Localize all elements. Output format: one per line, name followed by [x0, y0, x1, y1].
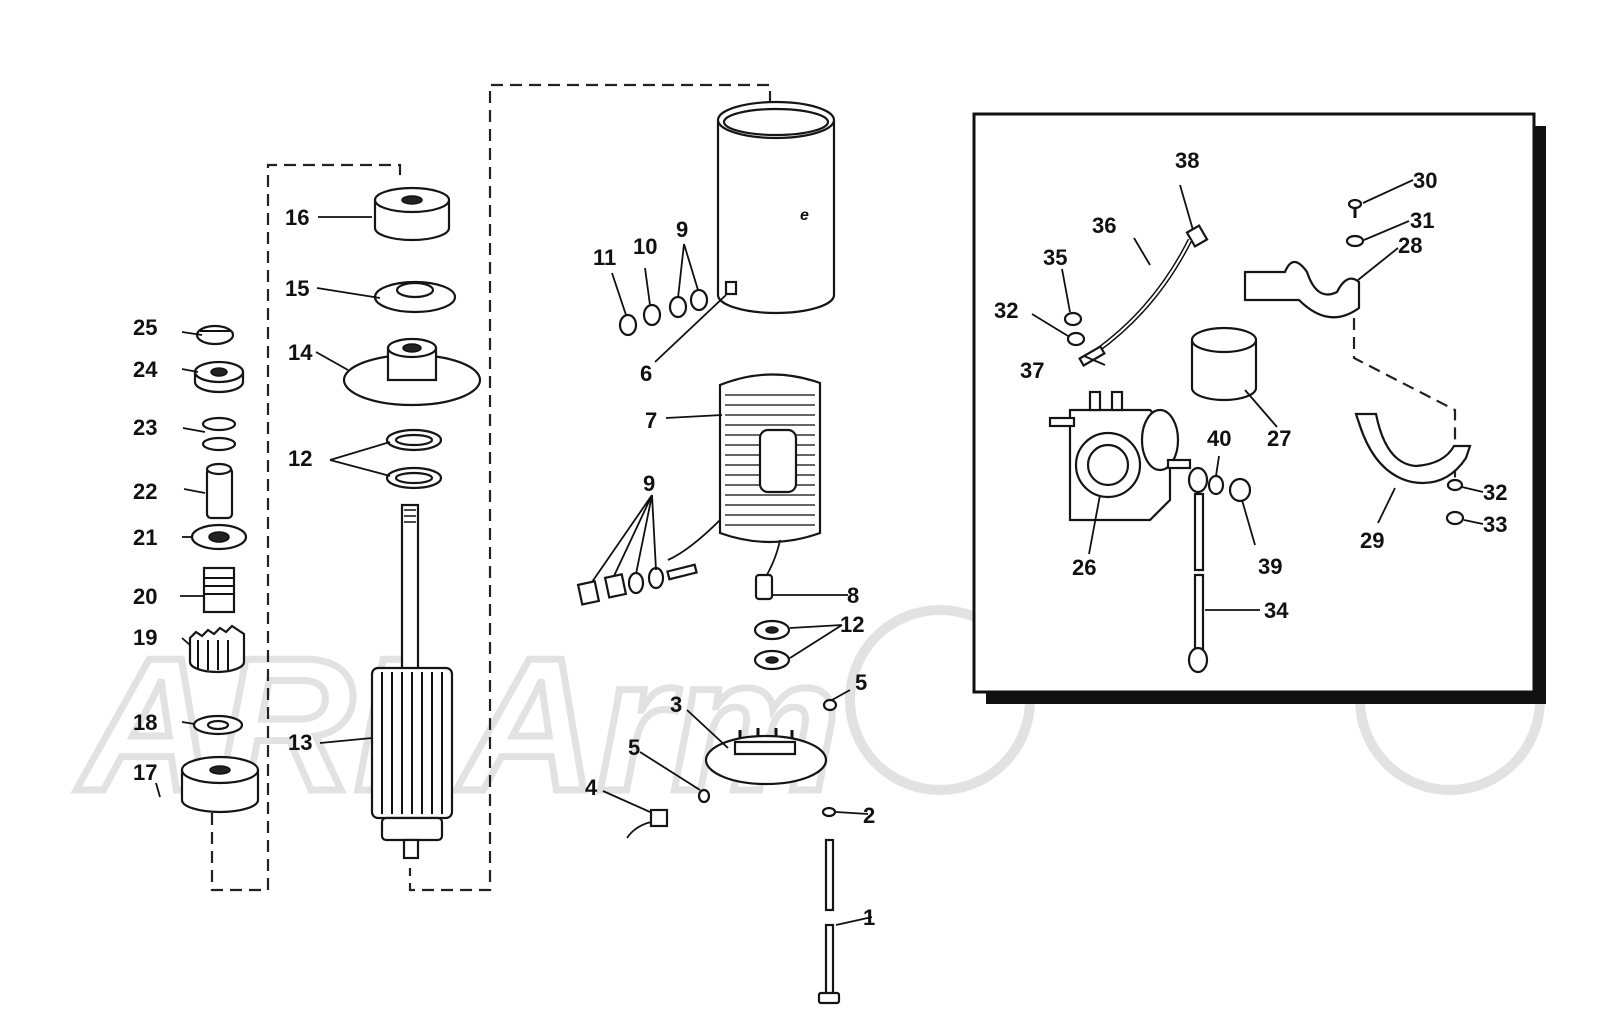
part-16-end-cap	[373, 186, 451, 242]
part-4-brush	[626, 808, 669, 839]
callout-1: 1	[863, 905, 875, 930]
callout-7: 7	[645, 408, 657, 433]
part-29-strap	[1354, 412, 1472, 484]
callout-38: 38	[1175, 148, 1199, 173]
dashed-line-inset	[1352, 318, 1457, 482]
callout-12-lower: 12	[840, 612, 864, 637]
callout-labels: 1 2 3 4 5 5 6 7 8 9 9 10 11 12 12 13 14 …	[133, 148, 1507, 930]
part-39-nut	[1228, 477, 1252, 503]
callout-40: 40	[1207, 426, 1231, 451]
dashed-line-center	[408, 83, 772, 892]
callout-26: 26	[1072, 555, 1096, 580]
callout-32-right: 32	[1483, 480, 1507, 505]
part-32-washer-left	[1066, 331, 1086, 347]
callout-37: 37	[1020, 358, 1044, 383]
part-34-cable	[1187, 466, 1209, 674]
part-18-washer	[192, 714, 244, 736]
part-6-frame-housing: e	[716, 100, 836, 315]
callout-32-left: 32	[994, 298, 1018, 323]
callout-27: 27	[1267, 426, 1291, 451]
part-33-nut	[1445, 510, 1465, 526]
part-31-washer	[1345, 234, 1365, 248]
svg-text:e: e	[800, 207, 809, 224]
callout-3: 3	[670, 692, 682, 717]
callout-9-top: 9	[676, 217, 688, 242]
callout-14: 14	[288, 340, 313, 365]
callout-15: 15	[285, 276, 309, 301]
part-17-bushing	[180, 755, 260, 814]
part-21-washer	[190, 523, 248, 551]
part-13-armature	[370, 503, 454, 860]
part-2-lockwasher	[821, 806, 837, 818]
callout-29: 29	[1360, 528, 1384, 553]
part-9-terminal-hardware	[576, 563, 698, 606]
callout-5-left: 5	[628, 735, 640, 760]
part-12-washers-upper	[385, 428, 443, 490]
callout-6: 6	[640, 361, 652, 386]
part-1-through-bolt	[817, 838, 841, 1005]
callout-2: 2	[863, 803, 875, 828]
callout-10: 10	[633, 234, 657, 259]
callout-22: 22	[133, 479, 157, 504]
callout-17: 17	[133, 760, 157, 785]
callout-4: 4	[585, 775, 598, 800]
solenoid-inset-panel	[972, 112, 1546, 704]
callout-30: 30	[1413, 168, 1437, 193]
callout-34: 34	[1264, 598, 1289, 623]
callout-19: 19	[133, 625, 157, 650]
callout-11: 11	[593, 245, 616, 270]
part-27-solenoid-boot	[1190, 326, 1258, 402]
callout-20: 20	[133, 584, 157, 609]
callout-35: 35	[1043, 245, 1067, 270]
callout-36: 36	[1092, 213, 1116, 238]
callout-13: 13	[288, 730, 312, 755]
leader-lines	[155, 179, 1484, 926]
part-28-bracket	[1243, 260, 1361, 319]
part-22-sleeve	[205, 462, 234, 520]
callout-33: 33	[1483, 512, 1507, 537]
part-11-10-9-nut-washers	[618, 288, 709, 337]
callout-12-upper: 12	[288, 446, 312, 471]
part-15-spacer	[373, 280, 457, 314]
part-19-pinion-gear	[188, 624, 246, 674]
callout-8: 8	[847, 583, 859, 608]
callout-31: 31	[1410, 208, 1434, 233]
part-5-screw-right	[822, 698, 838, 712]
part-3-brush-plate	[704, 728, 828, 786]
callout-21: 21	[133, 525, 157, 550]
callout-18: 18	[133, 710, 157, 735]
part-32-lockwasher-right	[1446, 478, 1464, 492]
part-26-solenoid	[1048, 390, 1192, 522]
part-12-washers-lower	[753, 619, 791, 671]
callout-16: 16	[285, 205, 309, 230]
callout-24: 24	[133, 357, 158, 382]
callout-39: 39	[1258, 554, 1282, 579]
part-36-cable	[1093, 238, 1193, 355]
part-5-screw-left	[697, 788, 711, 804]
callout-23: 23	[133, 415, 157, 440]
part-14-end-frame	[342, 337, 482, 407]
callout-28: 28	[1398, 233, 1422, 258]
part-24-collar	[193, 360, 245, 394]
part-25-castle-nut	[195, 324, 235, 346]
part-20-drive-sleeve	[202, 566, 236, 614]
part-23-retaining-rings	[201, 416, 237, 452]
callout-5-right: 5	[855, 670, 867, 695]
callout-9-lower: 9	[643, 471, 655, 496]
part-30-screw	[1347, 198, 1363, 218]
callout-25: 25	[133, 315, 157, 340]
dashed-line-left	[210, 163, 402, 892]
part-40-lockwasher	[1207, 474, 1225, 496]
part-7-field-coils	[667, 373, 822, 601]
part-35-nut	[1063, 311, 1083, 327]
